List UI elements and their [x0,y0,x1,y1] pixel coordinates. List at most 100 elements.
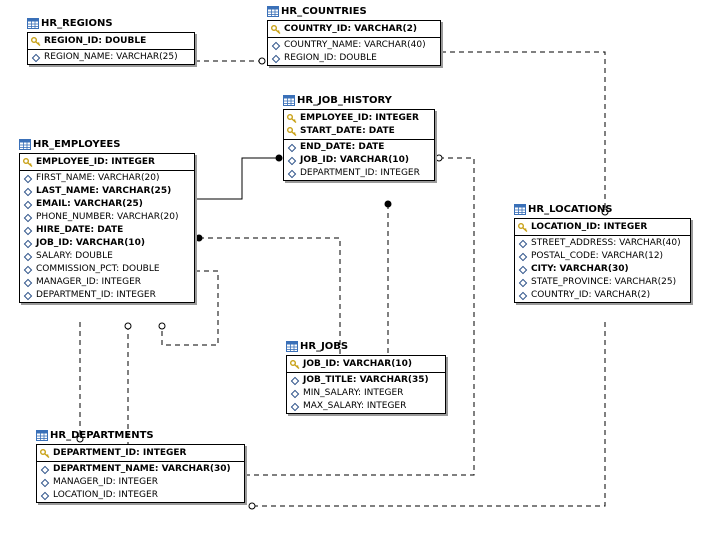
column-section: DEPARTMENT_NAME: VARCHAR(30) MANAGER_ID: … [37,462,244,504]
column-label: MIN_SALARY: INTEGER [303,388,404,398]
entity-title-label: HR_REGIONS [41,17,113,29]
rel-end-optional [124,322,132,330]
column-label: CITY: VARCHAR(30) [531,264,629,274]
primary-key-column: EMPLOYEE_ID: INTEGER [284,112,434,125]
column-label: START_DATE: DATE [300,126,395,136]
column: COUNTRY_ID: VARCHAR(2) [515,289,690,302]
column-label: POSTAL_CODE: VARCHAR(12) [531,251,664,261]
column-label: DEPARTMENT_ID: INTEGER [300,168,420,178]
column: MANAGER_ID: INTEGER [20,276,194,289]
column: DEPARTMENT_NAME: VARCHAR(30) [37,463,244,476]
entity-title: HR_COUNTRIES [267,4,367,18]
diamond-icon [271,41,281,51]
primary-key-column: LOCATION_ID: INTEGER [515,221,690,234]
column: POSTAL_CODE: VARCHAR(12) [515,250,690,263]
diamond-icon [287,169,297,179]
primary-key-column: REGION_ID: DOUBLE [28,35,194,48]
key-icon [518,223,528,232]
diamond-icon [518,265,528,275]
diamond-icon [287,156,297,166]
rel-end-optional [76,435,84,443]
diamond-icon [31,53,41,63]
diamond-icon [23,252,33,262]
entity-box: JOB_ID: VARCHAR(10) JOB_TITLE: VARCHAR(35… [286,355,446,414]
column-section: FIRST_NAME: VARCHAR(20) LAST_NAME: VARCHA… [20,171,194,304]
column: COMMISSION_PCT: DOUBLE [20,263,194,276]
key-icon [271,25,281,34]
diamond-icon [23,226,33,236]
entity-box: DEPARTMENT_ID: INTEGER DEPARTMENT_NAME: V… [36,444,245,503]
primary-key-column: COUNTRY_ID: VARCHAR(2) [268,23,440,36]
diamond-icon [290,376,300,386]
rel-end-mandatory [195,234,203,242]
entity-title: HR_REGIONS [27,16,113,30]
column-label: COMMISSION_PCT: DOUBLE [36,264,160,274]
column-label: JOB_ID: VARCHAR(10) [303,359,412,369]
column-section: COUNTRY_NAME: VARCHAR(40)REGION_ID: DOUB… [268,38,440,67]
column: REGION_NAME: VARCHAR(25) [28,51,194,64]
entity-title: HR_DEPARTMENTS [36,428,154,442]
column: REGION_ID: DOUBLE [268,52,440,65]
column-label: MANAGER_ID: INTEGER [53,477,159,487]
column-label: END_DATE: DATE [300,142,385,152]
entity-title: HR_LOCATIONS [514,202,613,216]
column-label: DEPARTMENT_NAME: VARCHAR(30) [53,464,231,474]
rel-end-optional [158,322,166,330]
column: FIRST_NAME: VARCHAR(20) [20,172,194,185]
column-label: REGION_NAME: VARCHAR(25) [44,52,178,62]
diamond-icon [271,54,281,64]
column: LAST_NAME: VARCHAR(25) [20,185,194,198]
diamond-icon [40,465,50,475]
diamond-icon [518,239,528,249]
column-label: DEPARTMENT_ID: INTEGER [53,448,187,458]
diamond-icon [23,239,33,249]
primary-key-section: REGION_ID: DOUBLE [28,33,194,50]
primary-key-column: JOB_ID: VARCHAR(10) [287,358,445,371]
key-icon [23,158,33,167]
primary-key-section: LOCATION_ID: INTEGER [515,219,690,236]
entity-title: HR_JOBS [286,339,348,353]
column-section: REGION_NAME: VARCHAR(25) [28,50,194,66]
primary-key-section: JOB_ID: VARCHAR(10) [287,356,445,373]
entity-title-label: HR_JOB_HISTORY [297,94,392,106]
column: MAX_SALARY: INTEGER [287,400,445,413]
column-label: REGION_ID: DOUBLE [44,36,147,46]
rel-employees-jobhistory [195,157,279,200]
column: JOB_ID: VARCHAR(10) [284,154,434,167]
primary-key-column: EMPLOYEE_ID: INTEGER [20,156,194,169]
column-section: JOB_TITLE: VARCHAR(35) MIN_SALARY: INTEGE… [287,373,445,415]
table-icon [19,138,31,150]
table-icon [514,203,526,215]
entity-title-label: HR_DEPARTMENTS [50,429,154,441]
column-label: MANAGER_ID: INTEGER [36,277,142,287]
entity-title-label: HR_COUNTRIES [281,5,367,17]
diamond-icon [290,389,300,399]
entity-title-label: HR_LOCATIONS [528,203,613,215]
column-label: LAST_NAME: VARCHAR(25) [36,186,172,196]
column-label: COUNTRY_ID: VARCHAR(2) [284,24,418,34]
column: CITY: VARCHAR(30) [515,263,690,276]
column-label: STREET_ADDRESS: VARCHAR(40) [531,238,681,248]
column-label: FIRST_NAME: VARCHAR(20) [36,173,160,183]
table-icon [267,5,279,17]
primary-key-section: EMPLOYEE_ID: INTEGER [20,154,194,171]
column-label: SALARY: DOUBLE [36,251,113,261]
column-section: STREET_ADDRESS: VARCHAR(40) POSTAL_CODE: … [515,236,690,304]
entity-box: COUNTRY_ID: VARCHAR(2) COUNTRY_NAME: VARC… [267,20,441,66]
column-label: JOB_TITLE: VARCHAR(35) [303,375,429,385]
table-icon [27,17,39,29]
column: JOB_TITLE: VARCHAR(35) [287,374,445,387]
key-icon [40,449,50,458]
diamond-icon [23,278,33,288]
column-label: EMAIL: VARCHAR(25) [36,199,143,209]
diamond-icon [23,265,33,275]
diamond-icon [518,252,528,262]
column: MANAGER_ID: INTEGER [37,476,244,489]
column-label: MAX_SALARY: INTEGER [303,401,407,411]
column: LOCATION_ID: INTEGER [37,489,244,502]
column: DEPARTMENT_ID: INTEGER [20,289,194,302]
column-label: EMPLOYEE_ID: INTEGER [36,157,155,167]
table-icon [36,429,48,441]
rel-end-optional [601,208,609,216]
